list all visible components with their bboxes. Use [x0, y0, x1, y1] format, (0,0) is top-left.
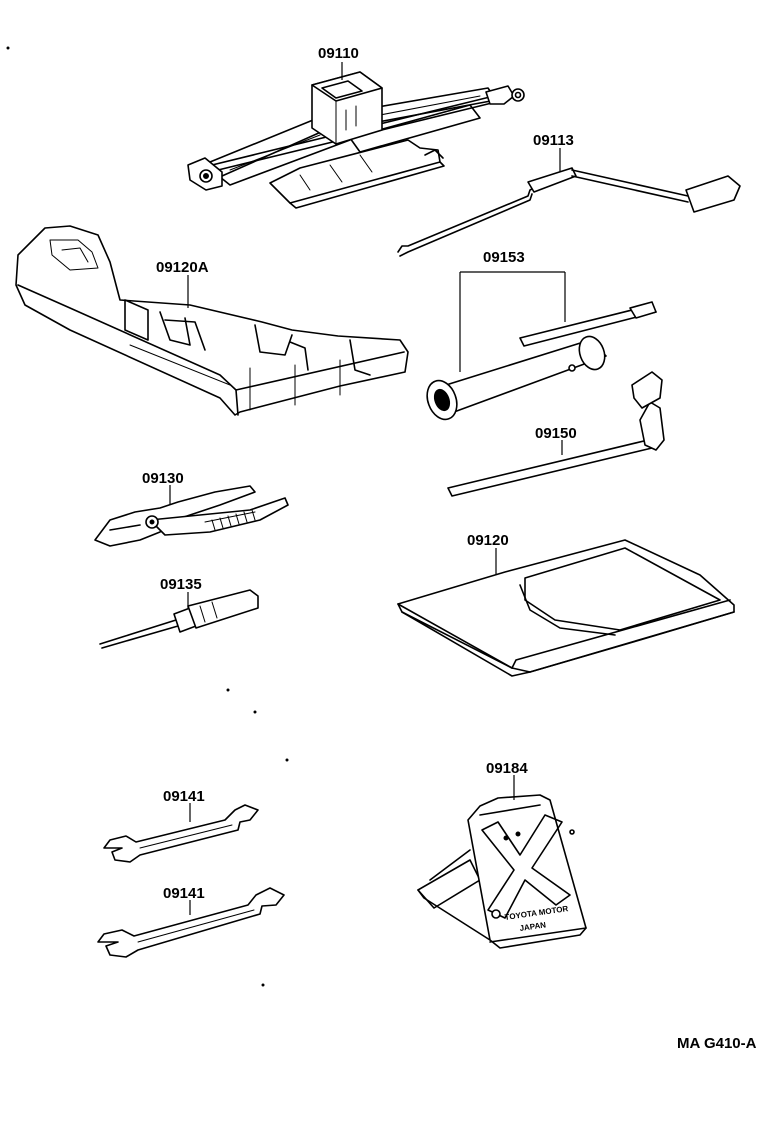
chock-plate-text-2: JAPAN [519, 920, 547, 933]
part-label-pliers: 09130 [142, 470, 184, 487]
tool-bag [397, 539, 735, 677]
part-label-wrench-1: 09141 [163, 788, 205, 805]
part-label-jack: 09110 [318, 45, 359, 62]
wheel-chock [417, 775, 587, 949]
part-label-wrench-set: 09153 [483, 249, 525, 266]
specks [6, 46, 289, 987]
open-end-wrench-1 [103, 803, 259, 863]
part-label-jack-handle: 09113 [533, 132, 574, 149]
part-label-wrench-2: 09141 [163, 885, 205, 902]
scissor-jack [187, 62, 525, 209]
screwdriver [99, 589, 259, 649]
jack-tray [15, 225, 409, 416]
diagram-reference-code: MA G410-A [677, 1035, 757, 1052]
socket-wrench-set [426, 271, 657, 421]
part-label-tool-bag: 09120 [467, 532, 509, 549]
jack-handle [397, 148, 741, 257]
part-label-hub-nut-wrench: 09150 [535, 425, 577, 442]
hub-nut-wrench [447, 371, 665, 497]
part-label-screwdriver: 09135 [160, 576, 202, 593]
pliers [94, 485, 289, 547]
plier-grip-ridges [211, 509, 256, 531]
part-label-jack-tray: 09120A [156, 259, 209, 276]
open-end-wrench-2 [97, 887, 285, 958]
part-label-wheel-chock: 09184 [486, 760, 528, 777]
